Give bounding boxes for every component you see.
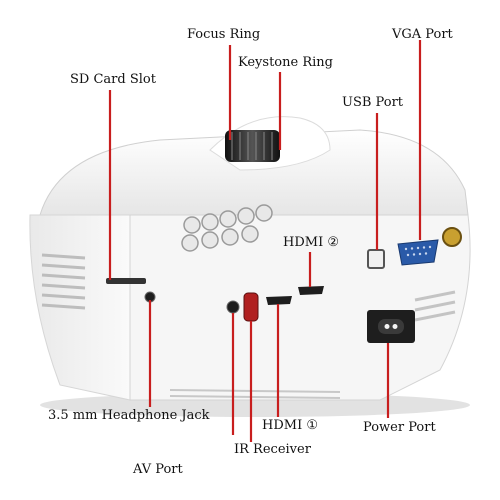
label-sd-card-slot: SD Card Slot: [70, 72, 156, 87]
label-ir-receiver: IR Receiver: [234, 442, 311, 457]
ir-receiver: [243, 292, 259, 322]
label-focus-ring: Focus Ring: [187, 27, 261, 42]
label-vga-port: VGA Port: [392, 27, 453, 42]
label-usb-port: USB Port: [342, 95, 404, 110]
label-power-port: Power Port: [363, 420, 436, 435]
lens-connector: [442, 227, 462, 247]
control-buttons[interactable]: [181, 204, 273, 252]
label-av-port: AV Port: [133, 462, 183, 477]
label-hdmi-2: HDMI ②: [283, 235, 339, 250]
hdmi-1-port[interactable]: [266, 296, 292, 305]
bottom-vent: [169, 389, 341, 399]
power-port[interactable]: [367, 310, 415, 343]
av-port[interactable]: [226, 300, 240, 314]
vga-port[interactable]: [397, 239, 439, 266]
label-headphone-jack: 3.5 mm Headphone Jack: [48, 408, 210, 423]
hdmi-2-port[interactable]: [298, 286, 324, 295]
label-hdmi-1: HDMI ①: [262, 418, 318, 433]
focus-ring[interactable]: [225, 130, 280, 162]
rear-vent: [414, 290, 456, 322]
sd-card-slot[interactable]: [106, 278, 146, 284]
side-vent: [41, 253, 86, 310]
label-keystone-ring: Keystone Ring: [238, 55, 333, 70]
usb-port[interactable]: [367, 249, 385, 269]
leader-lines: [108, 40, 422, 442]
